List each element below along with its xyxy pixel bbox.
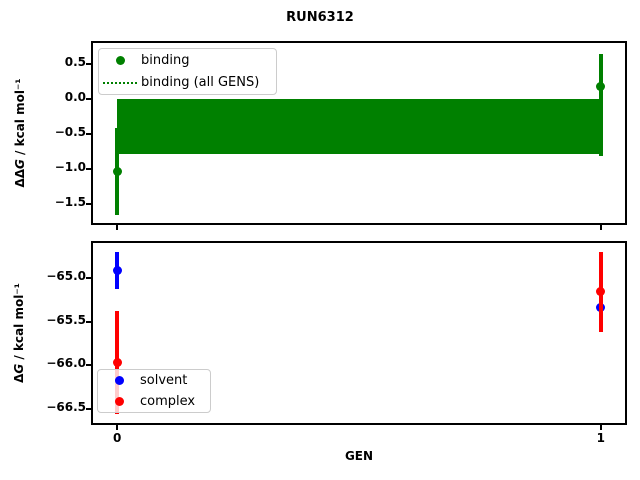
legend-item: binding (all GENS) <box>99 75 276 90</box>
y-tick-mark <box>86 168 93 171</box>
y-tick-label: −0.5 <box>54 125 86 140</box>
y-tick-label: −66.0 <box>46 356 86 371</box>
legend-marker-column <box>99 55 141 65</box>
legend: binding binding (all GENS) <box>98 48 277 95</box>
x-axis-label: GEN <box>344 449 374 463</box>
legend-dot-marker-icon <box>114 376 124 385</box>
legend-marker-column <box>98 397 140 406</box>
ylabel-symbol: G <box>13 159 27 169</box>
y-tick-mark <box>86 408 93 411</box>
ylabel-delta-prefix: ΔΔ <box>13 168 27 188</box>
y-tick-mark <box>86 320 93 323</box>
y-tick-mark <box>86 63 93 65</box>
solvent-point-x0 <box>112 266 122 276</box>
x-tick-mark <box>599 423 602 430</box>
legend-marker-column <box>99 81 141 84</box>
legend-item-label: binding (all GENS) <box>141 75 260 91</box>
legend: solvent complex <box>97 369 211 413</box>
legend-item: complex <box>98 394 210 409</box>
y-tick-label: −1.0 <box>54 160 86 175</box>
binding-point-x1 <box>596 81 606 91</box>
x-tick-mark <box>116 223 119 230</box>
complex-point-x1 <box>596 287 606 297</box>
top-axes: 0.5 0.0 −0.5 −1.0 −1.5 binding binding (all GE… <box>55 41 627 230</box>
y-tick-label: −66.5 <box>46 400 86 415</box>
legend-marker-column <box>98 376 140 385</box>
y-tick-mark <box>86 133 93 136</box>
legend-dot-marker-icon <box>114 397 124 406</box>
y-tick-label: −65.5 <box>46 312 86 327</box>
legend-item: binding <box>99 53 276 68</box>
y-tick-label: 0.0 <box>64 90 86 105</box>
y-tick-label: −1.5 <box>54 195 86 210</box>
band-center-dotted-line <box>117 125 601 128</box>
legend-item-label: binding <box>141 52 190 68</box>
y-tick-mark <box>86 276 93 279</box>
ylabel-delta-prefix: Δ <box>12 373 26 383</box>
x-tick-mark <box>116 423 119 430</box>
binding-errorbar-x1 <box>598 54 603 156</box>
x-tick-label: 1 <box>596 431 605 445</box>
complex-point-x0 <box>112 358 122 368</box>
y-tick-label: −65.0 <box>46 268 86 283</box>
ylabel-units: / kcal mol⁻¹ <box>13 78 27 160</box>
bottom-y-axis-label: ΔG / kcal mol⁻¹ <box>12 283 26 383</box>
y-tick-mark <box>86 364 93 367</box>
legend-item-label: complex <box>140 394 196 409</box>
bottom-axes: −65.0 −65.5 −66.0 −66.5 0 1 solvent complex <box>46 241 627 445</box>
legend-dot-marker-icon <box>115 55 125 65</box>
ylabel-symbol: G <box>12 363 26 374</box>
y-tick-label: 0.5 <box>64 55 86 69</box>
binding-point-x0 <box>112 166 122 176</box>
legend-item: solvent <box>98 373 210 388</box>
figure-title: RUN6312 <box>286 10 354 25</box>
x-tick-mark <box>599 223 602 230</box>
legend-dotted-line-marker-icon <box>103 81 137 84</box>
y-tick-mark <box>86 98 93 101</box>
x-tick-label: 0 <box>112 431 122 445</box>
top-y-axis-label: ΔΔG / kcal mol⁻¹ <box>13 78 27 187</box>
ylabel-units: / kcal mol⁻¹ <box>12 283 26 364</box>
y-tick-mark <box>86 203 93 206</box>
legend-item-label: solvent <box>140 373 188 388</box>
